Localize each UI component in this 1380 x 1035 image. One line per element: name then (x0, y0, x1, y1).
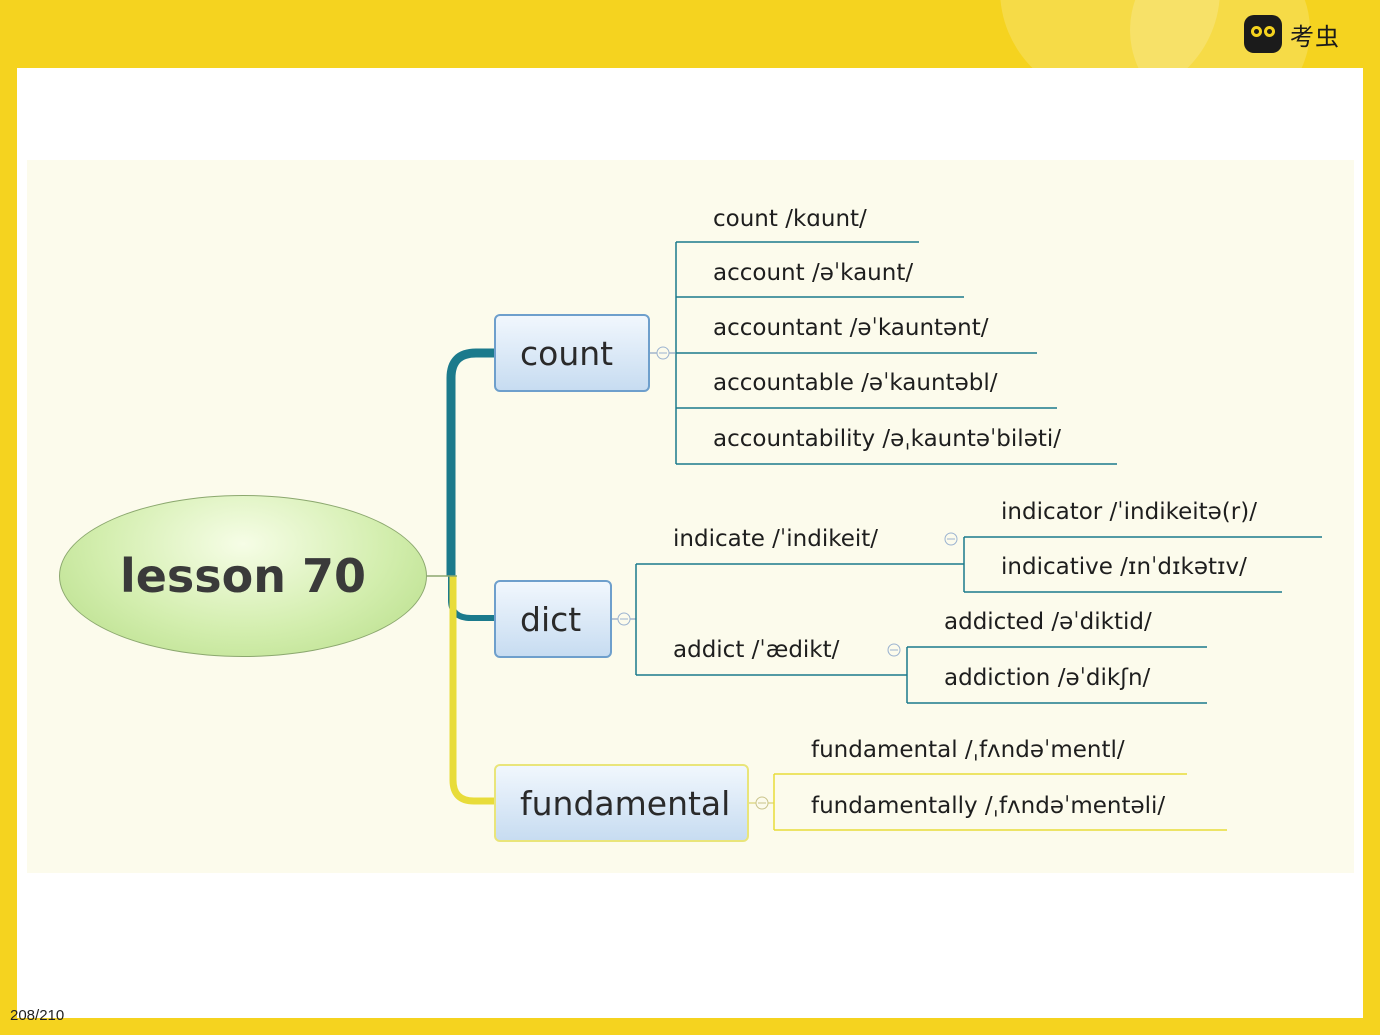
word-indicator[interactable]: indicator /ˈindikeitə(r)/ (1001, 499, 1257, 525)
branch-dict[interactable]: dict (494, 580, 612, 658)
word-indicative[interactable]: indicative /ɪnˈdɪkətɪv/ (1001, 554, 1247, 580)
word-count[interactable]: count /kɑunt/ (713, 206, 867, 232)
word-fundamental[interactable]: fundamental /ˌfʌndəˈmentl/ (811, 737, 1125, 763)
word-addict[interactable]: addict /ˈædikt/ (673, 637, 840, 663)
brand-name: 考虫 (1290, 22, 1340, 51)
connector-lines (427, 241, 1322, 831)
branch-count[interactable]: count (494, 314, 650, 392)
mind-map: lesson 70 count dict fundamental count /… (27, 160, 1354, 873)
word-addicted[interactable]: addicted /əˈdiktid/ (944, 609, 1152, 635)
branch-fundamental[interactable]: fundamental (494, 764, 749, 842)
word-accountability[interactable]: accountability /əˌkauntəˈbiləti/ (713, 426, 1061, 452)
page-number: 208/210 (10, 1007, 65, 1024)
word-indicate[interactable]: indicate /ˈindikeit/ (673, 526, 879, 552)
word-accountable[interactable]: accountable /əˈkauntəbl/ (713, 370, 998, 396)
root-topic[interactable]: lesson 70 (59, 495, 427, 657)
brand-logo: 考虫 (1244, 14, 1340, 54)
bug-mascot-icon (1244, 15, 1282, 53)
word-fundamentally[interactable]: fundamentally /ˌfʌndəˈmentəli/ (811, 793, 1166, 819)
word-addiction[interactable]: addiction /əˈdikʃn/ (944, 665, 1151, 691)
word-account[interactable]: account /əˈkaunt/ (713, 260, 914, 286)
connector-root-count (446, 348, 494, 576)
connector-root-fundamental (449, 576, 494, 805)
word-accountant[interactable]: accountant /əˈkauntənt/ (713, 315, 989, 341)
connector-root-dict (448, 576, 494, 621)
